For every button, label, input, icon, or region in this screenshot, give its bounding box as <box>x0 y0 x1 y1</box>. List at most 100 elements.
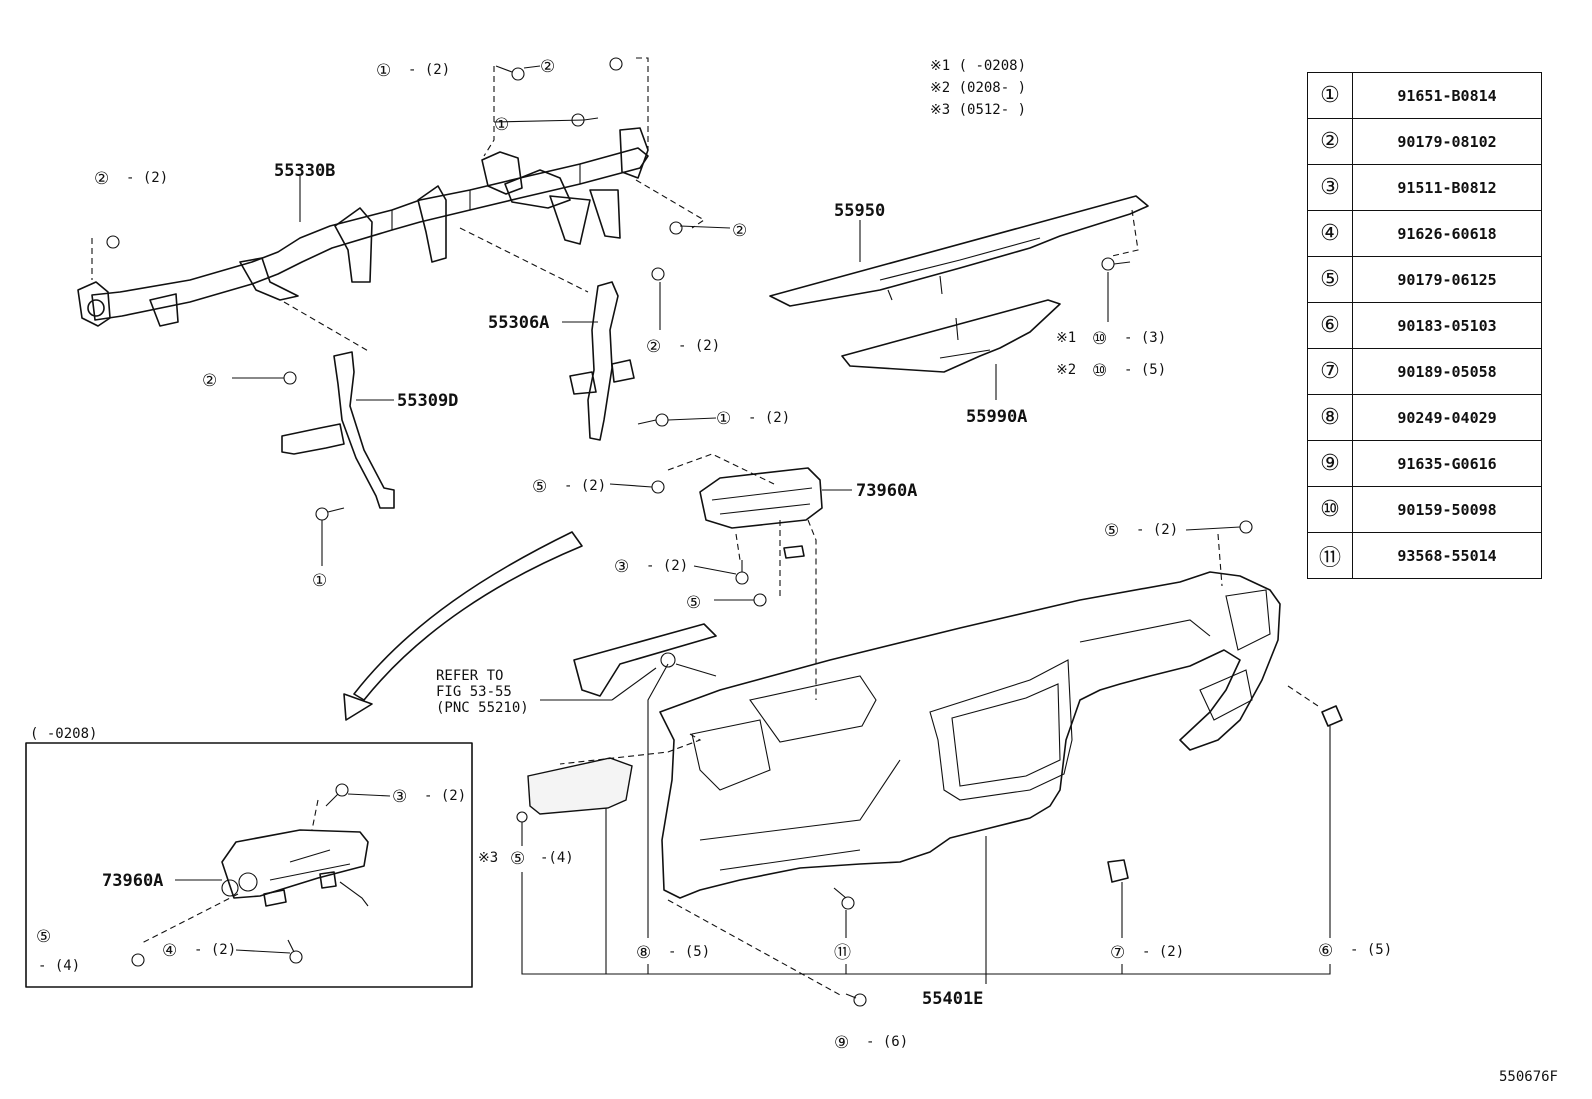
callout-10a-num: ⑩ <box>1092 329 1107 349</box>
callout-5d-qty: - (4) <box>38 958 80 974</box>
callout-3a-num: ③ <box>614 557 629 577</box>
callout-9a-qty: - (6) <box>866 1034 908 1050</box>
callout-8a-qty: - (5) <box>668 944 710 960</box>
refer-line-2: FIG 53-55 <box>436 684 512 700</box>
diagram-code: 550676F <box>1498 1069 1558 1085</box>
detail-arrow <box>343 531 583 721</box>
airbag-inset <box>221 829 369 907</box>
legend-part-number: 90183-05103 <box>1352 302 1542 349</box>
refer-line-1: REFER TO <box>436 668 503 684</box>
callout-1c-num: ① <box>716 409 731 429</box>
callout-2b-num: ② <box>94 169 109 189</box>
label-55401e: 55401E <box>922 989 983 1009</box>
callouts: ① - (2) ② ① ② - (2) ② ② - (2) ② ① - (2) … <box>36 57 1392 1053</box>
callout-10b-prefix: ※2 <box>1056 362 1076 378</box>
callout-7a-qty: - (2) <box>1142 944 1184 960</box>
callout-2e-num: ② <box>202 371 217 391</box>
note-3: ※3 (0512- ) <box>930 102 1026 118</box>
legend-key: ③ <box>1307 164 1353 211</box>
callout-5a-qty: - (2) <box>564 478 606 494</box>
callout-1b-num: ① <box>494 115 509 135</box>
fasteners <box>106 57 1253 1007</box>
callout-2d-num: ② <box>646 337 661 357</box>
trim-strip <box>573 623 717 697</box>
legend-part-number: 91635-G0616 <box>1352 440 1542 487</box>
legend-key: ④ <box>1307 210 1353 257</box>
callout-1-qty: - (2) <box>408 62 450 78</box>
callout-1d-num: ① <box>312 571 327 591</box>
legend-part-number: 91511-B0812 <box>1352 164 1542 211</box>
callout-5a-num: ⑤ <box>532 477 547 497</box>
callout-7a-num: ⑦ <box>1110 943 1125 963</box>
callout-4a-qty: - (2) <box>194 942 236 958</box>
legend-part-number: 90159-50098 <box>1352 486 1542 533</box>
callout-1c-qty: - (2) <box>748 410 790 426</box>
brace-55309d <box>281 351 395 509</box>
callout-5b-num: ⑤ <box>686 593 701 613</box>
legend-part-number: 90179-06125 <box>1352 256 1542 303</box>
legend-key: ① <box>1307 72 1353 119</box>
assembly-lines <box>91 57 1319 997</box>
label-55950: 55950 <box>834 201 885 221</box>
label-55330b: 55330B <box>274 161 335 181</box>
brace-55306a <box>569 281 635 441</box>
legend-part-number: 90179-08102 <box>1352 118 1542 165</box>
callout-3a-qty: - (2) <box>646 558 688 574</box>
legend-key: ② <box>1307 118 1353 165</box>
legend-part-number: 91626-60618 <box>1352 210 1542 257</box>
leader-lines <box>175 65 1331 984</box>
label-55309d: 55309D <box>397 391 458 411</box>
label-55990a: 55990A <box>966 407 1027 427</box>
clip-7 <box>1107 859 1129 883</box>
callout-2d-qty: - (2) <box>678 338 720 354</box>
legend-part-number: 90249-04029 <box>1352 394 1542 441</box>
inset-title: ( -0208) <box>30 726 97 742</box>
callout-2c-num: ② <box>732 221 747 241</box>
callout-10a-qty: - (3) <box>1124 330 1166 346</box>
legend-part-number: 93568-55014 <box>1352 532 1542 579</box>
legend-key: ⑨ <box>1307 440 1353 487</box>
legend-key: ⑩ <box>1307 486 1353 533</box>
callout-3b-num: ③ <box>392 787 407 807</box>
clip-6 <box>1321 705 1343 727</box>
label-73960a-inset: 73960A <box>102 871 163 891</box>
legend-key: ⑧ <box>1307 394 1353 441</box>
inset-box <box>25 742 473 988</box>
instrument-panel-55401e <box>659 571 1281 899</box>
callout-4a-num: ④ <box>162 941 177 961</box>
legend-key: ⑪ <box>1307 532 1353 579</box>
callout-5e-prefix: ※3 <box>478 850 498 866</box>
callout-3b-qty: - (2) <box>424 788 466 804</box>
panel-55950 <box>769 195 1149 307</box>
refer-line-3: (PNC 55210) <box>436 700 529 716</box>
callout-5c-num: ⑤ <box>1104 521 1119 541</box>
callout-9a-num: ⑨ <box>834 1033 849 1053</box>
note-2: ※2 (0208- ) <box>930 80 1026 96</box>
callout-5e-qty: -(4) <box>540 850 574 866</box>
legend-part-number: 91651-B0814 <box>1352 72 1542 119</box>
note-1: ※1 ( -0208) <box>930 58 1026 74</box>
label-55306a: 55306A <box>488 313 549 333</box>
legend-key: ⑤ <box>1307 256 1353 303</box>
glove-box-lid <box>527 757 633 815</box>
legend-key: ⑦ <box>1307 348 1353 395</box>
reinforcement-beam-55330b <box>77 127 649 327</box>
callout-5c-qty: - (2) <box>1136 522 1178 538</box>
callout-2b-qty: - (2) <box>126 170 168 186</box>
panel-55990a <box>841 299 1061 373</box>
callout-5e-num: ⑤ <box>510 849 525 869</box>
callout-6a-num: ⑥ <box>1318 941 1333 961</box>
